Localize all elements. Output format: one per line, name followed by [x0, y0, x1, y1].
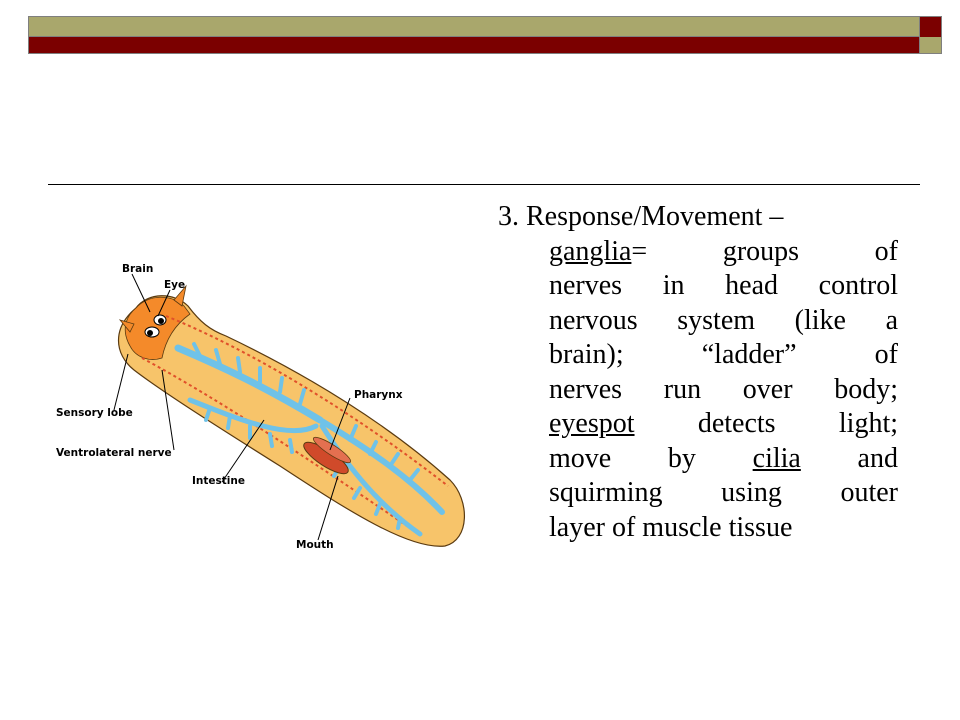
body-line: ganglia= groups of: [549, 235, 898, 270]
decoration-olive-stripe: [29, 17, 919, 37]
underlined-term: eyespot: [549, 408, 635, 439]
line-text: and: [800, 442, 898, 474]
decoration-olive-square: [919, 37, 941, 53]
line-text: = groups of: [631, 235, 898, 267]
planarian-diagram: Brain Eye Pharynx Sensory lobe Ventrolat…: [56, 263, 465, 551]
eye-pupil-left: [147, 330, 153, 336]
decoration-maroon-square: [919, 17, 941, 37]
body-line: nerves in head control: [549, 269, 898, 304]
body-line: nervous system (like a: [549, 304, 898, 339]
body-line: squirming using outer: [549, 476, 898, 511]
decoration-maroon-stripe: [29, 37, 919, 53]
label-brain: Brain: [122, 263, 153, 275]
label-sensory-lobe: Sensory lobe: [56, 407, 133, 419]
body-line: eyespot detects light;: [549, 407, 898, 442]
line-text: squirming using outer: [549, 477, 898, 508]
line-text: brain); “ladder” of: [549, 339, 898, 370]
pharynx: [303, 436, 352, 475]
sensory-lobe-shape-right: [173, 284, 187, 307]
body-line: move by cilia and: [549, 442, 898, 477]
line-text: nerves run over body;: [549, 373, 898, 405]
line-text: detects light;: [634, 408, 898, 439]
eye-pupil-right: [158, 318, 164, 324]
slide-body-text: 3. Response/Movement – ganglia= groups o…: [498, 200, 898, 545]
label-ventrolateral-nerve: Ventrolateral nerve: [56, 447, 172, 459]
line-text: nervous system (like a: [549, 304, 898, 336]
label-mouth: Mouth: [296, 539, 334, 551]
body-line: layer of muscle tissue: [549, 511, 898, 546]
bullet-heading: 3. Response/Movement –: [498, 201, 784, 232]
ventrolateral-nerve-upper: [165, 315, 449, 487]
underlined-term: ganglia: [549, 235, 632, 267]
intestine: [174, 342, 445, 537]
title-divider-line: [48, 184, 920, 185]
label-pharynx: Pharynx: [354, 389, 403, 401]
title-decoration-bar: [28, 16, 942, 54]
label-eye: Eye: [164, 279, 185, 291]
line-text: move by: [549, 442, 753, 474]
leader-lines: [113, 273, 351, 541]
ventrolateral-nerve-lower: [141, 357, 411, 529]
body-line: brain); “ladder” of: [549, 338, 898, 373]
body-line: nerves run over body;: [549, 373, 898, 408]
label-intestine: Intestine: [192, 475, 245, 487]
line-text: layer of muscle tissue: [549, 511, 793, 543]
line-text: nerves in head control: [549, 270, 898, 301]
underlined-term: cilia: [752, 442, 801, 474]
sensory-lobe-shape: [118, 319, 135, 333]
